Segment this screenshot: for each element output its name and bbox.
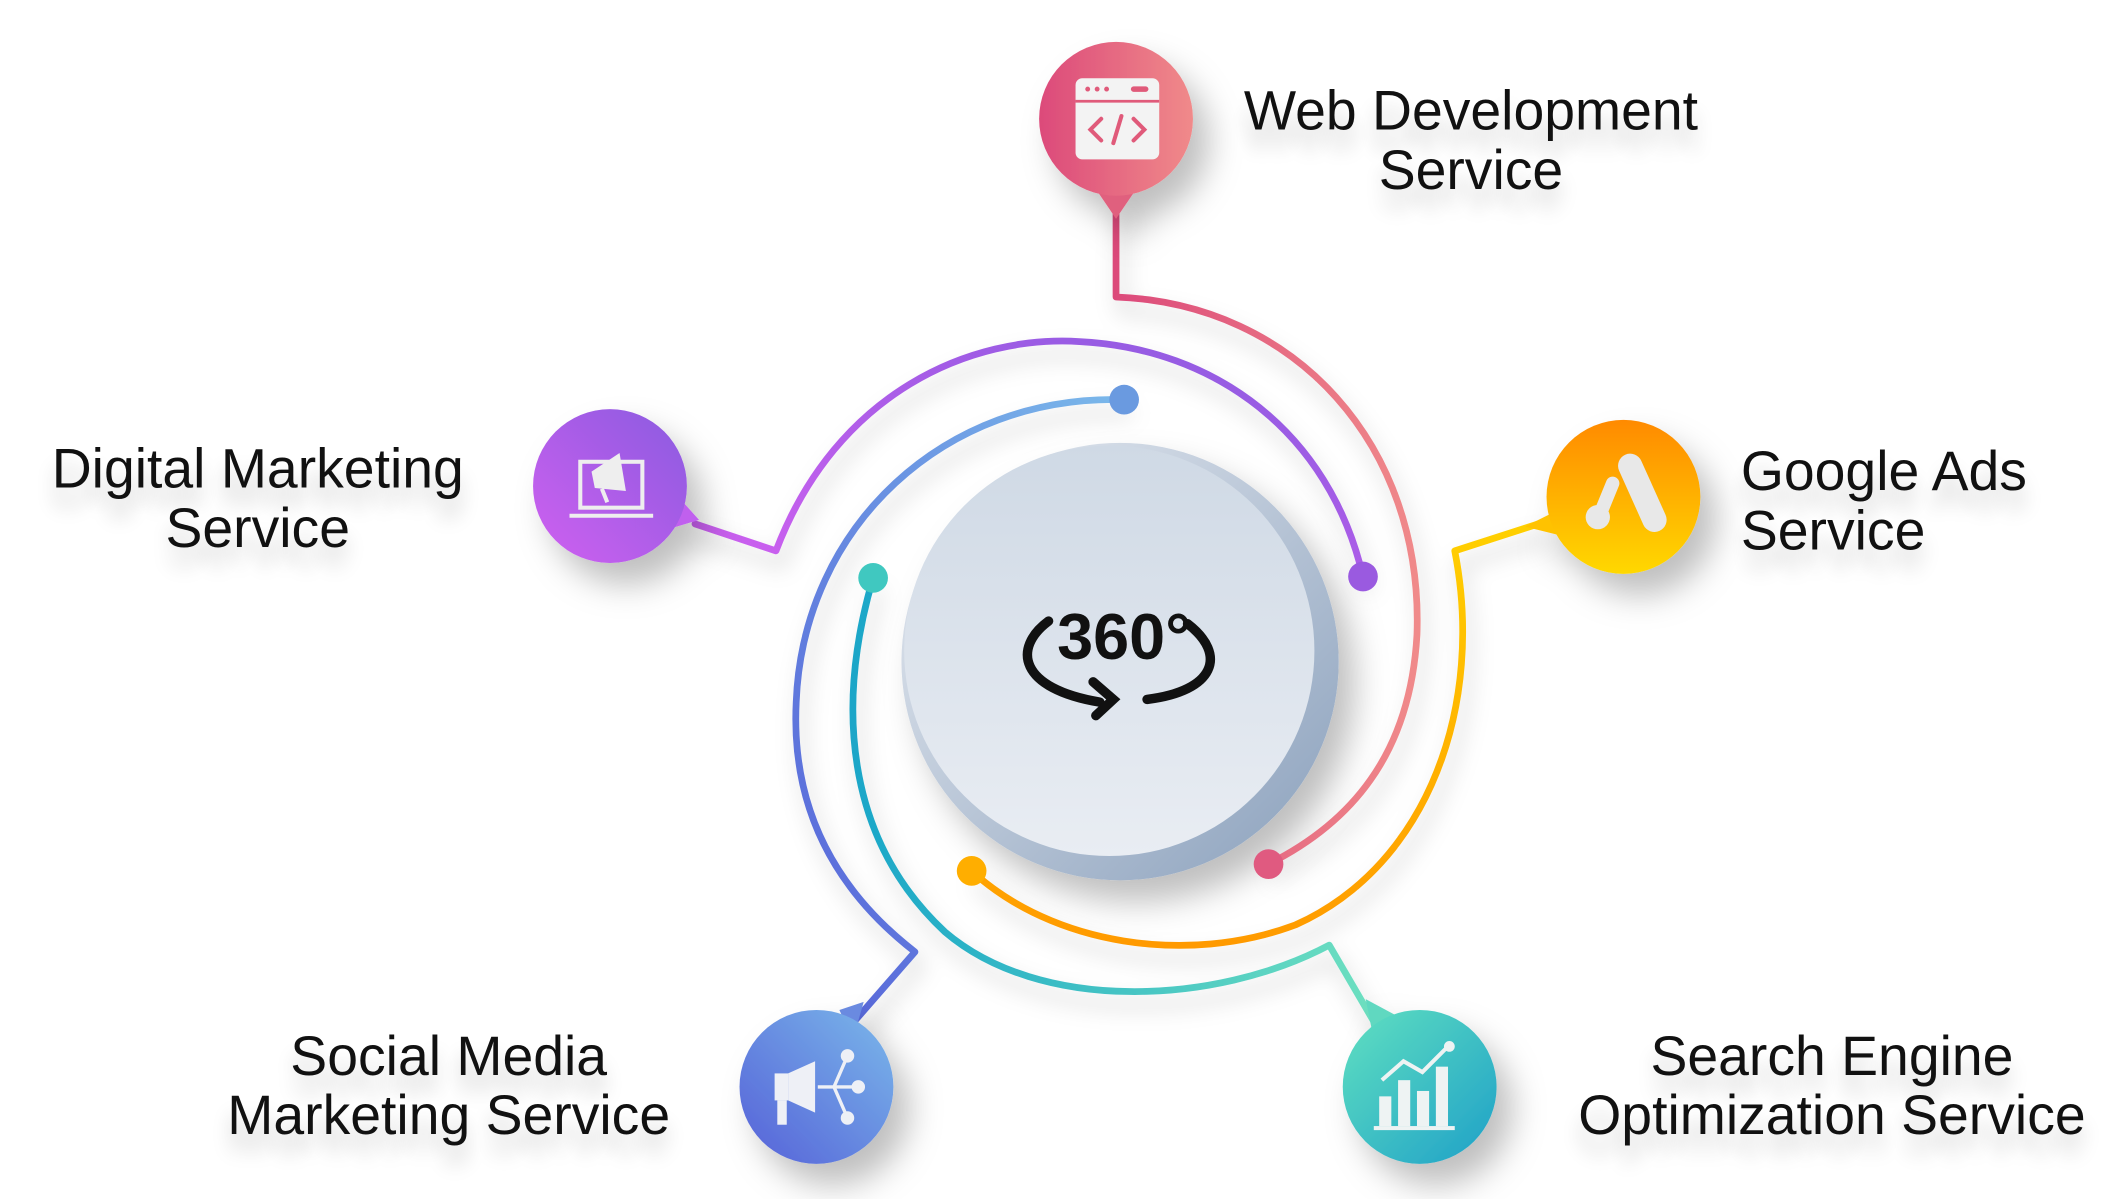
digital-marketing-label-line1: Digital Marketing xyxy=(51,437,464,500)
google-connector xyxy=(968,520,1542,949)
digital-marketing-label-line2: Service xyxy=(165,496,351,559)
web-connector xyxy=(1112,199,1421,868)
360-rotate-icon xyxy=(1022,616,1216,721)
seo-pin xyxy=(1342,999,1497,1164)
web-development-label: Web Development Service xyxy=(1221,81,1720,200)
google-ads-label: Google Ads Service xyxy=(1741,442,2027,561)
digital-connector xyxy=(691,337,1367,580)
social-connector xyxy=(792,396,1128,1030)
google-ads-label-line1: Google Ads xyxy=(1740,440,2027,503)
code-window-icon xyxy=(1075,78,1160,160)
seo-label-line2: Optimization Service xyxy=(1578,1084,2086,1147)
google-ads-pin xyxy=(1524,419,1701,574)
google-ads-icon xyxy=(1585,453,1667,532)
bar-chart-growth-icon xyxy=(1373,1041,1455,1131)
seo-label-line1: Search Engine xyxy=(1650,1024,2014,1087)
digital-marketing-label: Digital Marketing Service xyxy=(27,439,489,558)
social-media-label-line1: Social Media xyxy=(290,1024,608,1087)
social-media-label-line2: Marketing Service xyxy=(227,1084,671,1147)
social-media-label: Social Media Marketing Service xyxy=(202,1026,695,1145)
center-disc xyxy=(901,442,1339,881)
web-development-label-line1: Web Development xyxy=(1243,79,1699,142)
digital-connector-dot xyxy=(1348,561,1378,592)
social-media-pin xyxy=(739,1001,894,1164)
seo-connector-dot xyxy=(858,563,888,593)
web-development-label-line2: Service xyxy=(1378,139,1564,202)
google-connector-dot xyxy=(956,856,987,886)
seo-label: Search Engine Optimization Service xyxy=(1552,1026,2112,1145)
seo-connector xyxy=(849,574,1380,1030)
social-connector-dot xyxy=(1109,384,1139,415)
web-connector-dot xyxy=(1253,849,1284,879)
google-ads-label-line2: Service xyxy=(1740,499,1926,562)
laptop-megaphone-icon xyxy=(569,452,654,518)
center-label: 360° xyxy=(1057,600,1191,673)
megaphone-network-icon xyxy=(774,1049,866,1125)
